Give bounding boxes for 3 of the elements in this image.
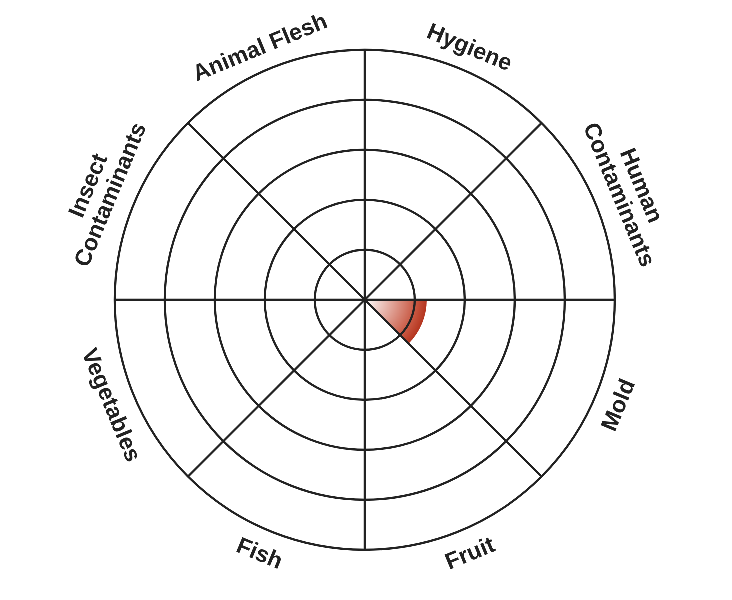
category-label: Fish <box>232 531 288 576</box>
category-label: Mold <box>594 374 642 437</box>
category-label: Fruit <box>440 530 500 577</box>
